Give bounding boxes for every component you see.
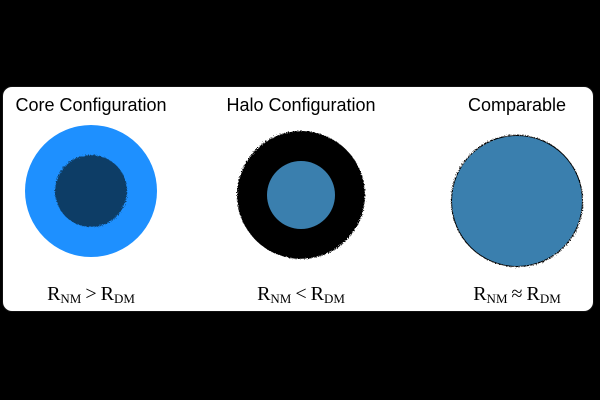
relation-operator: ≈ (511, 283, 523, 305)
r-symbol: R (47, 283, 61, 305)
r-symbol: R (310, 283, 324, 305)
nm-subscript: NM (270, 291, 292, 306)
r-symbol: R (526, 283, 540, 305)
halo-inner-circle (267, 161, 335, 229)
relation-operator: < (295, 283, 307, 305)
dm-subscript: DM (539, 291, 561, 306)
nm-subscript: NM (486, 291, 508, 306)
comparable-title: Comparable (467, 95, 567, 115)
nm-subscript: NM (60, 291, 82, 306)
circles-svg (25, 125, 583, 267)
r-symbol: R (100, 283, 114, 305)
core-relation: RNM>RDM (47, 283, 135, 307)
comparable-inner-circle (452, 136, 582, 266)
comparable-relation: RNM≈RDM (473, 283, 561, 307)
diagram-panel: Core Configuration Halo Configuration Co… (2, 86, 594, 312)
r-symbol: R (257, 283, 271, 305)
core-inner-circle (55, 155, 127, 227)
relation-operator: > (85, 283, 97, 305)
core-title: Core Configuration (15, 95, 167, 115)
halo-relation: RNM<RDM (257, 283, 345, 307)
dm-subscript: DM (113, 291, 135, 306)
dm-subscript: DM (323, 291, 345, 306)
halo-title: Halo Configuration (226, 95, 376, 115)
r-symbol: R (473, 283, 487, 305)
